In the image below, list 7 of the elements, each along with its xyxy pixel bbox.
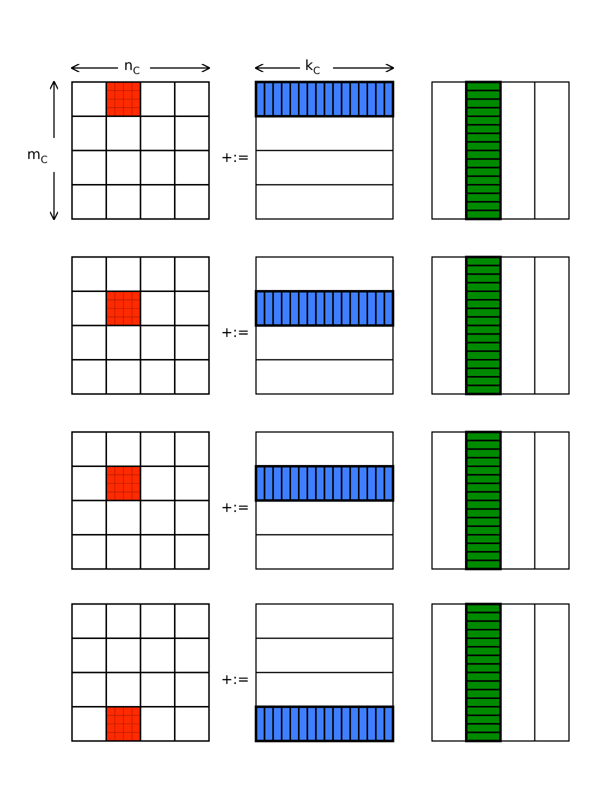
dimension-label: m$_{C}$ (27, 148, 48, 166)
operator-label: +:= (221, 151, 250, 165)
operator-label: +:= (221, 501, 250, 515)
dimension-label: k$_{C}$ (305, 59, 320, 77)
operator-label: +:= (221, 673, 250, 687)
operator-label: +:= (221, 326, 250, 340)
dimension-label: n$_{C}$ (124, 59, 140, 77)
